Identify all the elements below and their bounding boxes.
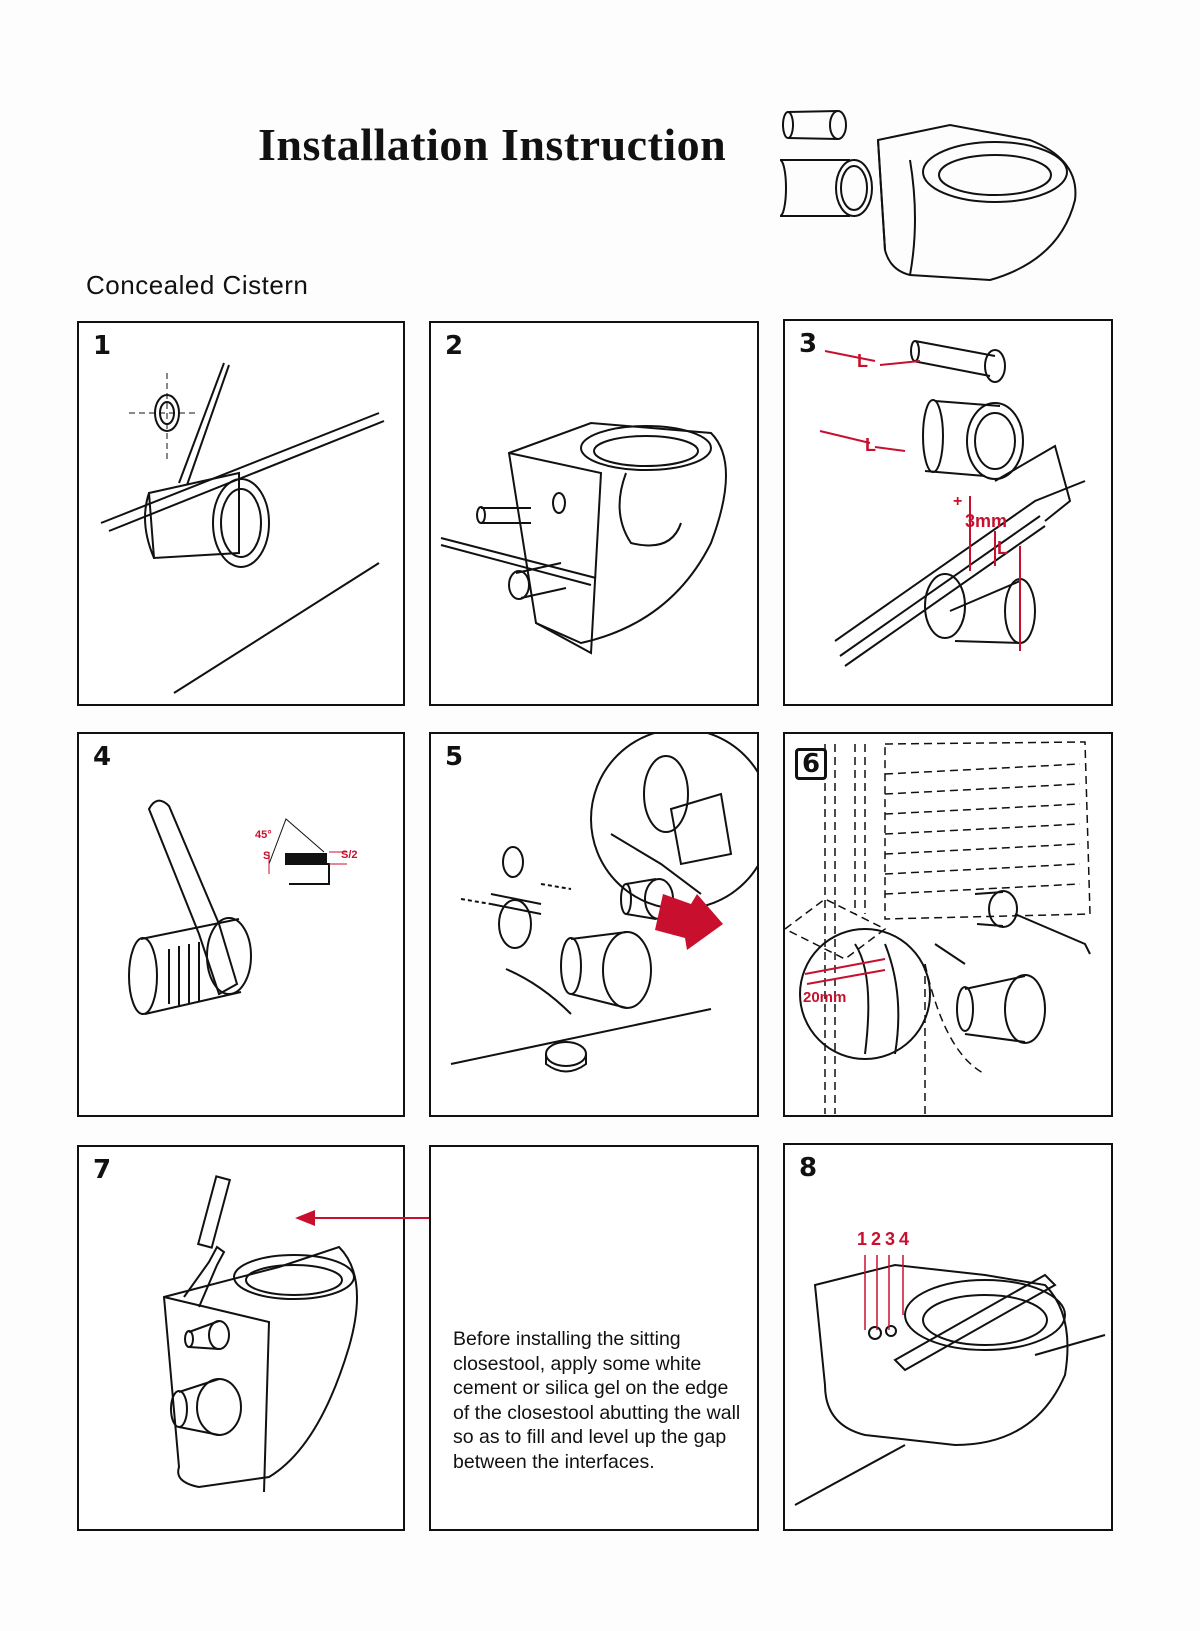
tolerance-plus-label: + [953, 493, 962, 510]
pipe-sealing-illustration [100, 362, 385, 694]
distance-20mm-label: 20mm [803, 989, 846, 1006]
length-label: L [997, 538, 1008, 558]
note-panel: Before installing the sitting closestool… [429, 1145, 759, 1531]
step-8-panel: 8 1 2 3 4 [783, 1143, 1113, 1531]
section-subtitle: Concealed Cistern [86, 270, 309, 300]
gap-3mm-label: 3mm [965, 511, 1007, 531]
step-number: 2 [445, 331, 464, 361]
length-label: L [857, 351, 868, 371]
step-1-panel: 1 [77, 321, 405, 706]
pointer-arrow [295, 1210, 430, 1226]
toilet-rear-illustration [440, 421, 727, 655]
length-label: L [865, 435, 876, 455]
step-6-panel: 6 20mm [783, 732, 1113, 1117]
installation-note: Before installing the sitting closestool… [453, 1328, 741, 1473]
chamfer-file-illustration: 45° S S/2 [128, 799, 358, 1015]
insert-arrow [655, 894, 723, 950]
page-title: Installation Instruction [258, 119, 727, 170]
part-number-2: 2 [871, 1229, 881, 1249]
chamfer-s-label: S [263, 850, 270, 862]
chamfer-s-half-label: S/2 [341, 849, 358, 861]
step-number: 4 [93, 742, 112, 772]
toilet-mounting-illustration: 1 2 3 4 [794, 1229, 1106, 1506]
step-number: 7 [93, 1155, 112, 1185]
step-2-panel: 2 [429, 321, 759, 706]
step-5-panel: 5 [429, 732, 759, 1117]
toilet-edge-sealing-illustration [162, 1175, 358, 1493]
angle-45-label: 45° [255, 829, 272, 841]
step-number: 5 [445, 742, 464, 772]
part-number-3: 3 [885, 1229, 895, 1249]
toilet-hero-illustration [780, 110, 1077, 282]
step-4-panel: 4 45° S S/2 [77, 732, 405, 1117]
step-number: 1 [93, 331, 112, 361]
step-3-panel: 3 L L + 3mm L [783, 319, 1113, 706]
step-number: 8 [799, 1153, 818, 1183]
step-number: 3 [799, 329, 818, 359]
frame-mounting-illustration: 20mm [785, 741, 1091, 1114]
step-7-panel: 7 [77, 1145, 405, 1531]
pipe-cutting-illustration: L L + 3mm L [819, 340, 1086, 667]
part-number-1: 1 [857, 1229, 867, 1249]
part-number-4: 4 [899, 1229, 909, 1249]
gasket-fitting-illustration [450, 734, 757, 1073]
